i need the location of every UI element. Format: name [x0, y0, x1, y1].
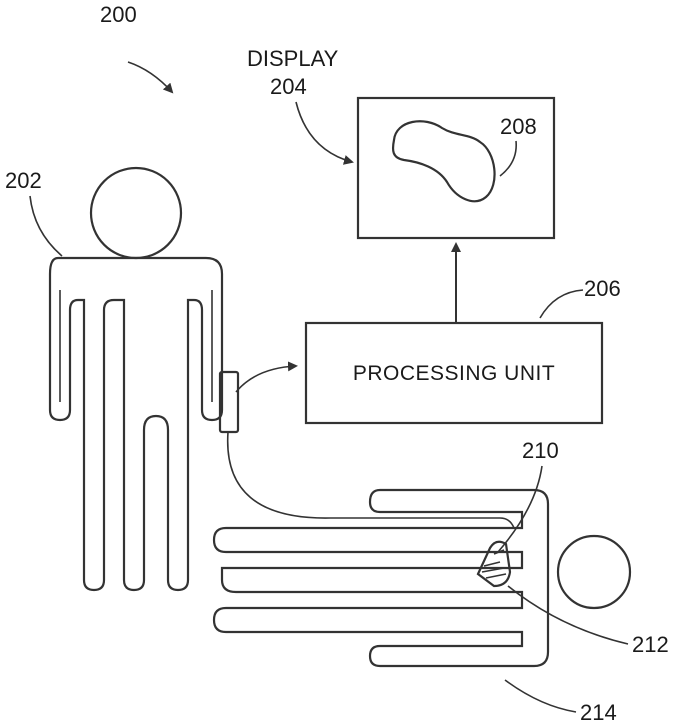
- ref-204-arrow: [296, 102, 352, 162]
- ref-212-leader: [508, 586, 628, 644]
- ref-214-leader: [505, 680, 576, 712]
- ref-208-leader: [500, 141, 516, 176]
- device-to-processing-arrow: [236, 366, 296, 392]
- patient-head: [558, 536, 630, 608]
- ref-202-leader: [30, 196, 62, 256]
- ref-206-leader: [540, 290, 583, 318]
- processing-unit-label: PROCESSING UNIT: [353, 362, 555, 385]
- display-word: DISPLAY: [247, 46, 339, 71]
- ref-206-label: 206: [584, 276, 621, 301]
- ref-214-label: 214: [580, 700, 617, 724]
- ref-212-label: 212: [632, 632, 669, 657]
- ref-210-label: 210: [522, 438, 559, 463]
- ref-208-label: 208: [500, 114, 537, 139]
- device-to-probe-cable: [228, 432, 514, 528]
- ref-204-label: 204: [270, 74, 307, 99]
- ref-210-leader: [498, 466, 542, 552]
- operator-body: [50, 258, 222, 590]
- ultrasound-image-blob: [393, 121, 495, 201]
- ref-200-label: 200: [100, 2, 137, 27]
- ref-202-label: 202: [5, 168, 42, 193]
- ultrasound-probe: [478, 542, 510, 586]
- operator-head: [91, 168, 181, 258]
- ref-200-arrow: [128, 62, 172, 92]
- patient-body: [214, 490, 548, 666]
